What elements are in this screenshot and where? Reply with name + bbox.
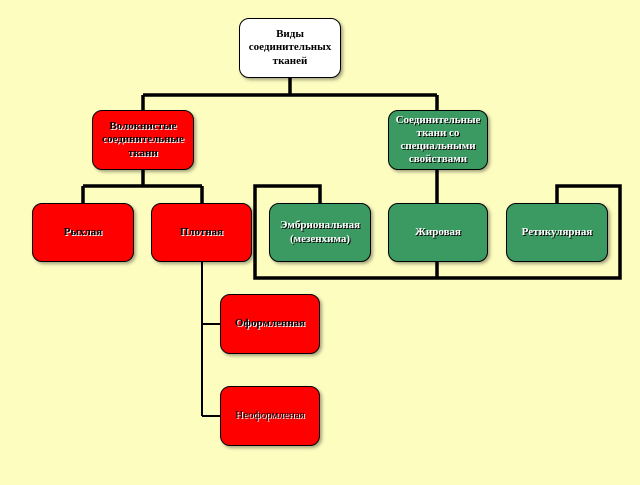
node-fatty: Жировая — [388, 203, 488, 262]
node-formed: Оформленная — [220, 294, 320, 354]
node-fibrous: Волокнистые соединительные ткани — [92, 110, 194, 170]
node-loose-label: Рыхлая — [63, 225, 103, 238]
node-fatty-label: Жировая — [415, 225, 461, 238]
node-reticular: Ретикулярная — [506, 203, 608, 262]
node-dense-label: Плотная — [179, 225, 224, 238]
node-dense: Плотная — [151, 203, 252, 262]
node-reticular-label: Ретикулярная — [521, 225, 593, 238]
node-loose: Рыхлая — [32, 203, 134, 262]
node-special: Соединительные ткани со специальными сво… — [388, 110, 488, 170]
node-fibrous-label: Волокнистые соединительные ткани — [102, 120, 184, 159]
node-root-label: Виды соединительных тканей — [248, 28, 332, 67]
node-embryonic: Эмбриональная (мезенхима) — [269, 203, 371, 262]
node-unformed: Неоформленая — [220, 386, 320, 446]
node-unformed-label: Неоформленая — [235, 409, 305, 422]
node-embryonic-label: Эмбриональная (мезенхима) — [279, 219, 361, 245]
node-formed-label: Оформленная — [234, 317, 306, 330]
node-special-label: Соединительные ткани со специальными сво… — [395, 113, 481, 166]
node-root: Виды соединительных тканей — [239, 18, 341, 78]
